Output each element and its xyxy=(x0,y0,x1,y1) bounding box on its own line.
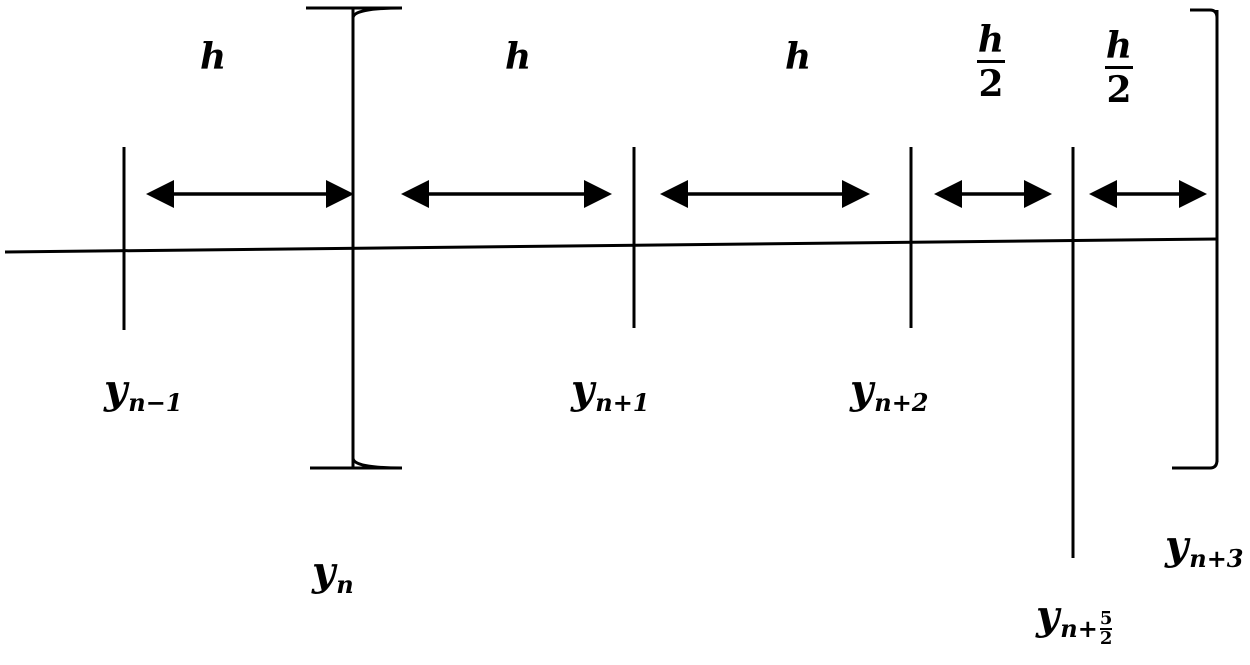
point-symbol: y xyxy=(312,548,336,595)
interval-label-half-1: h 2 xyxy=(971,20,1011,105)
point-subscript: n−1 xyxy=(128,388,183,417)
half-2-numerator: h xyxy=(1105,25,1133,67)
point-label-y-n-plus-3: yn+3 xyxy=(1165,526,1244,571)
point-symbol: y xyxy=(571,366,595,413)
point-subscript: n xyxy=(336,570,354,599)
point-subscript: n+3 xyxy=(1189,544,1244,573)
point-subscript: n+1 xyxy=(595,388,650,417)
point-subscript: n+2 xyxy=(874,388,929,417)
half-2-denominator: 2 xyxy=(1106,69,1132,111)
point-symbol: y xyxy=(104,366,128,413)
arrow-h-2 xyxy=(401,180,612,208)
interval-label-h-2: h xyxy=(505,36,532,78)
bracket-top-left xyxy=(306,6,403,19)
subscript-denominator: 2 xyxy=(1099,628,1113,649)
bracket-bottom-right xyxy=(1172,459,1219,470)
point-subscript: n+ xyxy=(1060,614,1098,643)
fraction-bar xyxy=(977,60,1005,63)
interval-label-h-3: h xyxy=(785,36,812,78)
point-symbol: y xyxy=(1036,592,1060,639)
point-symbol: y xyxy=(1165,522,1189,569)
bracket-bottom-left xyxy=(310,457,403,470)
bracket-top-right xyxy=(1190,8,1219,19)
point-label-y-n-minus-1: yn−1 xyxy=(104,370,183,415)
interval-label-half-2: h 2 xyxy=(1099,26,1139,111)
interval-label-h-1: h xyxy=(200,36,227,78)
fraction-bar xyxy=(1105,66,1133,69)
fraction-bar xyxy=(1100,628,1113,630)
half-1-denominator: 2 xyxy=(978,63,1004,105)
point-label-y-n-plus-2: yn+2 xyxy=(850,370,929,415)
point-symbol: y xyxy=(850,366,874,413)
subscript-numerator: 5 xyxy=(1099,608,1113,629)
axis-line xyxy=(4,237,1219,254)
half-1-numerator: h xyxy=(977,19,1005,61)
arrow-h-1 xyxy=(146,180,354,208)
arrow-half-2 xyxy=(1089,180,1207,208)
arrow-h-3 xyxy=(660,180,870,208)
point-label-y-n: yn xyxy=(312,552,354,597)
point-label-y-n-plus-1: yn+1 xyxy=(571,370,650,415)
arrow-half-1 xyxy=(934,180,1052,208)
